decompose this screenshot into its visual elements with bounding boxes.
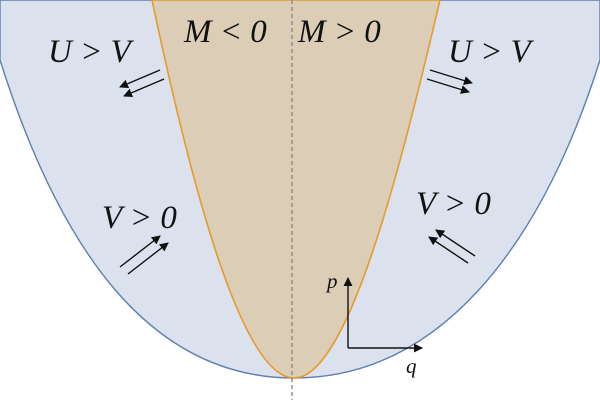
label-q-axis: q [406,354,417,378]
label-v-right: V > 0 [416,186,491,222]
arrows-lower-left [119,235,169,275]
arrows-top-left [119,69,165,98]
label-u-left: U > V [48,34,135,70]
label-m-left: M < 0 [183,14,267,50]
label-m-right: M > 0 [297,14,381,50]
inner-region [151,0,441,379]
arrows-lower-right [428,229,476,264]
label-u-right: U > V [448,34,535,70]
pq-axes [343,277,423,353]
label-v-left: V > 0 [102,200,177,236]
arrows-top-right [426,69,473,94]
label-p-axis: p [325,269,338,293]
